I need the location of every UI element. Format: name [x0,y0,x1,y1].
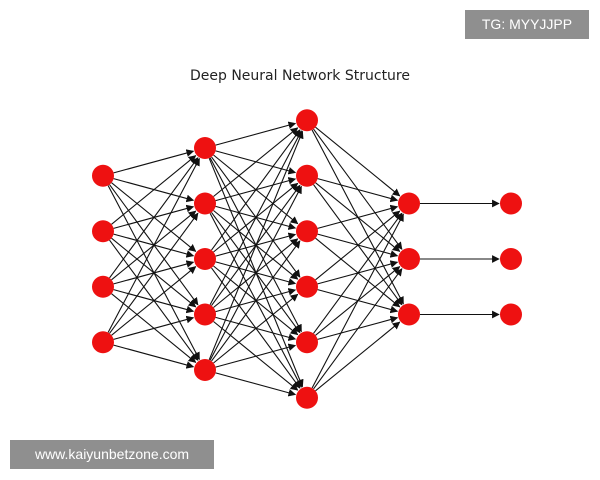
node-layer1-2 [194,248,216,270]
edge-l2-n4-to-l3-n0 [313,212,403,334]
node-layer4-0 [500,192,522,215]
site-watermark-badge: www.kaiyunbetzone.com [10,440,214,469]
diagram-title: Deep Neural Network Structure [189,68,410,84]
edge-l1-n4-to-l2-n1 [209,185,302,361]
node-layer0-1 [92,220,114,243]
node-layer3-0 [398,192,420,215]
edge-l1-n4-to-l2-n2 [211,240,301,362]
edge-l1-n4-to-l2-n4 [215,343,297,368]
edge-l0-n1-to-l1-n0 [111,155,197,225]
node-layer2-4 [296,331,318,354]
edge-l1-n1-to-l2-n0 [213,127,299,197]
edge-l1-n4-to-l2-n5 [215,372,297,397]
edge-l1-n2-to-l2-n0 [211,129,301,251]
edge-l0-n0-to-l1-n0 [113,149,195,174]
node-layer1-1 [194,192,216,215]
node-layer2-5 [296,386,318,409]
edge-l2-n0-to-l3-n0 [315,126,401,197]
node-layer2-1 [296,164,318,187]
edge-l1-n4-to-l2-n0 [208,130,304,361]
node-layer4-1 [500,248,522,270]
edge-l2-n3-to-l3-n0 [315,210,401,281]
edge-l2-n5-to-l3-n0 [311,213,404,389]
edge-l0-n3-to-l1-n3 [113,315,195,340]
node-layer0-3 [92,331,114,354]
node-layer0-0 [92,164,114,187]
edge-l1-n3-to-l2-n0 [209,130,302,306]
edges-group [107,121,500,397]
edge-l0-n3-to-l1-n4 [113,344,195,369]
node-layer1-3 [194,303,216,326]
edge-l1-n4-to-l2-n3 [213,293,299,364]
node-layer1-0 [194,137,216,159]
node-layer2-2 [296,220,318,243]
node-layer3-2 [398,303,420,326]
tg-watermark-badge: TG: MYYJJPP [465,10,589,39]
edge-l2-n2-to-l3-n0 [317,204,399,229]
edge-l1-n0-to-l2-n0 [215,121,297,146]
node-layer4-2 [500,303,522,326]
edge-l0-n3-to-l1-n2 [111,266,197,336]
edge-l2-n5-to-l3-n1 [313,268,403,390]
node-layer1-4 [194,359,216,381]
edge-l2-n1-to-l3-n0 [317,178,399,203]
edge-l0-n3-to-l1-n1 [109,212,199,334]
node-layer0-2 [92,275,114,298]
edge-l0-n3-to-l1-n0 [107,157,200,333]
node-layer2-3 [296,275,318,298]
nodes-group [92,109,522,409]
edge-l2-n5-to-l3-n2 [315,321,401,392]
node-layer3-1 [398,248,420,270]
edge-l0-n2-to-l1-n0 [109,157,199,279]
node-layer2-0 [296,109,318,132]
